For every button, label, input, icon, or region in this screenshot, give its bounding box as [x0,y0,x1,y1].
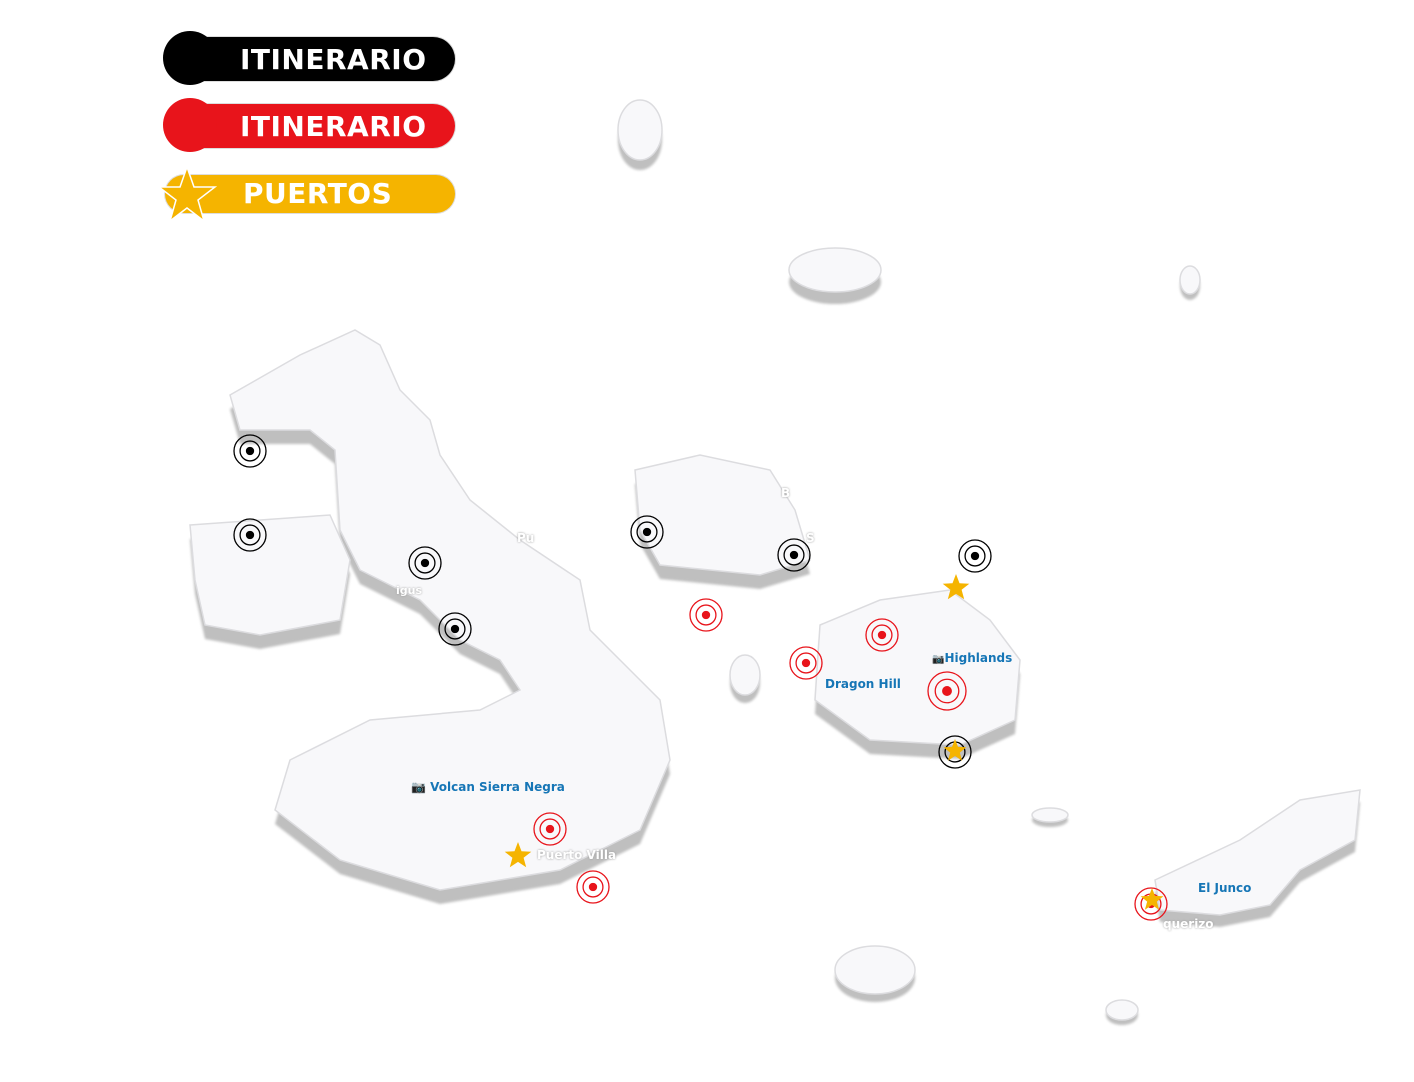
label-b-partial: B [781,486,791,500]
itinerary-a-marker-4[interactable] [438,612,472,646]
port-star-puerto-ayora[interactable] [943,739,967,761]
itinerary-b-marker-6[interactable] [576,870,610,904]
label-el-junco: El Junco [1198,881,1252,895]
port-star-baltra[interactable] [942,574,970,600]
itinerary-a-marker-2[interactable] [233,518,267,552]
itinerary-a-marker-3[interactable] [408,546,442,580]
label-highlands: 📷Highlands [932,651,1012,665]
legend-dot-red [163,98,217,152]
espanola-island [1105,999,1139,1021]
floreana-island [834,945,916,995]
label-volcan-sierra-negra: 📷 Volcan Sierra Negra [411,780,565,794]
label-baquerizo: querizo [1163,917,1214,931]
label-puerto-villamil: Puerto Villa [537,848,617,862]
itinerary-b-marker-3[interactable] [865,618,899,652]
santa-fe-island [1031,807,1069,823]
label-pu-partial: Pu [517,531,535,545]
port-star-puerto-baquerizo[interactable] [1140,888,1164,910]
legend-itinerary-b: ITINERARIO B [163,98,455,176]
santa-cruz-island [814,589,1021,746]
itinerary-a-marker-5[interactable] [630,515,664,549]
small-island [729,654,761,696]
marchena-island [788,247,882,293]
itinerary-a-marker-6[interactable] [777,538,811,572]
fernandina-island [189,514,351,636]
camera-icon: 📷 [932,654,945,665]
itinerary-a-marker-1[interactable] [233,434,267,468]
itinerary-b-marker-4[interactable] [927,671,967,711]
label-highlands-text: Highlands [944,651,1013,665]
legend-ports-label: PUERTOS [243,177,393,210]
itinerary-a-marker-7[interactable] [958,539,992,573]
itinerary-b-marker-2[interactable] [789,646,823,680]
star-icon [157,165,217,223]
legend-dot-black [163,31,217,85]
label-dragon-hill: Dragon Hill [825,677,901,691]
itinerary-b-marker-5[interactable] [533,812,567,846]
legend-itinerary-b-label: ITINERARIO B [240,110,427,176]
port-star-puerto-villamil[interactable] [504,842,532,868]
label-volcan-text: Volcan Sierra Negra [430,780,565,794]
legend-ports: PUERTOS [157,165,455,223]
legend-itinerary-a-label: ITINERARIO A [240,43,427,109]
camera-icon: 📷 [411,780,426,794]
isabela-island [229,329,671,891]
itinerary-b-marker-1[interactable] [689,598,723,632]
genovesa-island [1179,265,1201,295]
label-s-partial: S [806,531,815,545]
san-cristobal-island [1154,789,1361,916]
pinta-island [617,99,663,161]
label-isabela-partial: igus [396,584,423,597]
legend-itinerary-a: ITINERARIO A [163,31,455,109]
